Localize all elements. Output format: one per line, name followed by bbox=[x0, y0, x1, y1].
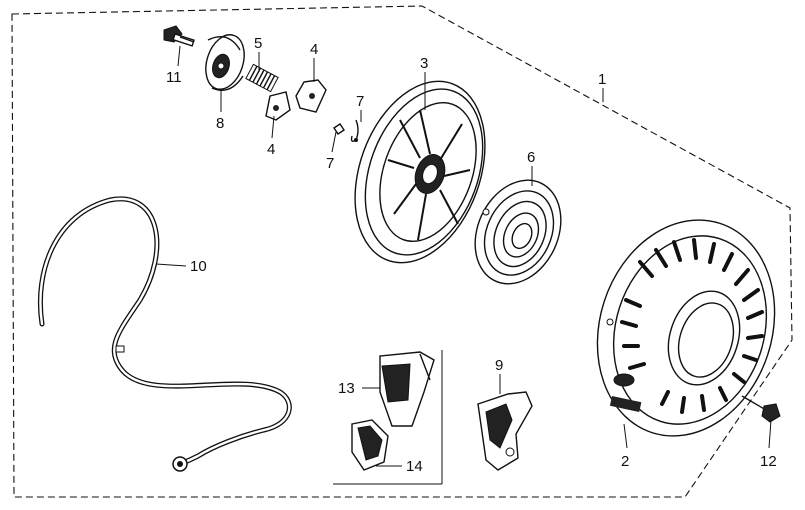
part-12-bolt bbox=[742, 396, 780, 422]
part-14-handle-insert bbox=[352, 420, 388, 470]
callout-14: 14 bbox=[406, 458, 423, 475]
callout-7-lower: 7 bbox=[326, 155, 334, 172]
callout-2: 2 bbox=[621, 453, 629, 470]
part-2-starter-case bbox=[570, 197, 802, 459]
leader-lines bbox=[155, 45, 772, 467]
part-9-handle bbox=[478, 392, 532, 470]
part-6-spiral-spring bbox=[459, 166, 577, 298]
part-11-bolt bbox=[164, 26, 194, 46]
part-4-pawl-upper bbox=[296, 80, 326, 112]
callout-9: 9 bbox=[495, 357, 503, 374]
assembly-outline bbox=[11, 5, 793, 498]
callout-10: 10 bbox=[190, 258, 207, 275]
part-13-grip bbox=[380, 352, 434, 426]
callout-5: 5 bbox=[254, 35, 262, 52]
callout-4-lower: 4 bbox=[267, 141, 275, 158]
callout-6: 6 bbox=[527, 149, 535, 166]
callout-1: 1 bbox=[598, 71, 606, 88]
callout-7-upper: 7 bbox=[356, 93, 364, 110]
part-4-pawl-lower bbox=[266, 92, 290, 120]
callout-8: 8 bbox=[216, 115, 224, 132]
part-7-clip-lower bbox=[334, 124, 344, 134]
part-10-rope bbox=[40, 199, 289, 471]
callout-labels: 1 2 3 4 4 5 6 7 7 8 9 10 11 12 13 14 bbox=[166, 35, 777, 475]
part-3-reel bbox=[331, 63, 508, 281]
part-7-clip-upper bbox=[352, 120, 359, 142]
callout-12: 12 bbox=[760, 453, 777, 470]
part-8-ratchet-plate bbox=[199, 30, 251, 94]
callout-13: 13 bbox=[338, 380, 355, 397]
callout-3: 3 bbox=[420, 55, 428, 72]
callout-11: 11 bbox=[166, 69, 182, 86]
part-5-spring bbox=[246, 64, 278, 91]
callout-4-upper: 4 bbox=[310, 41, 318, 58]
